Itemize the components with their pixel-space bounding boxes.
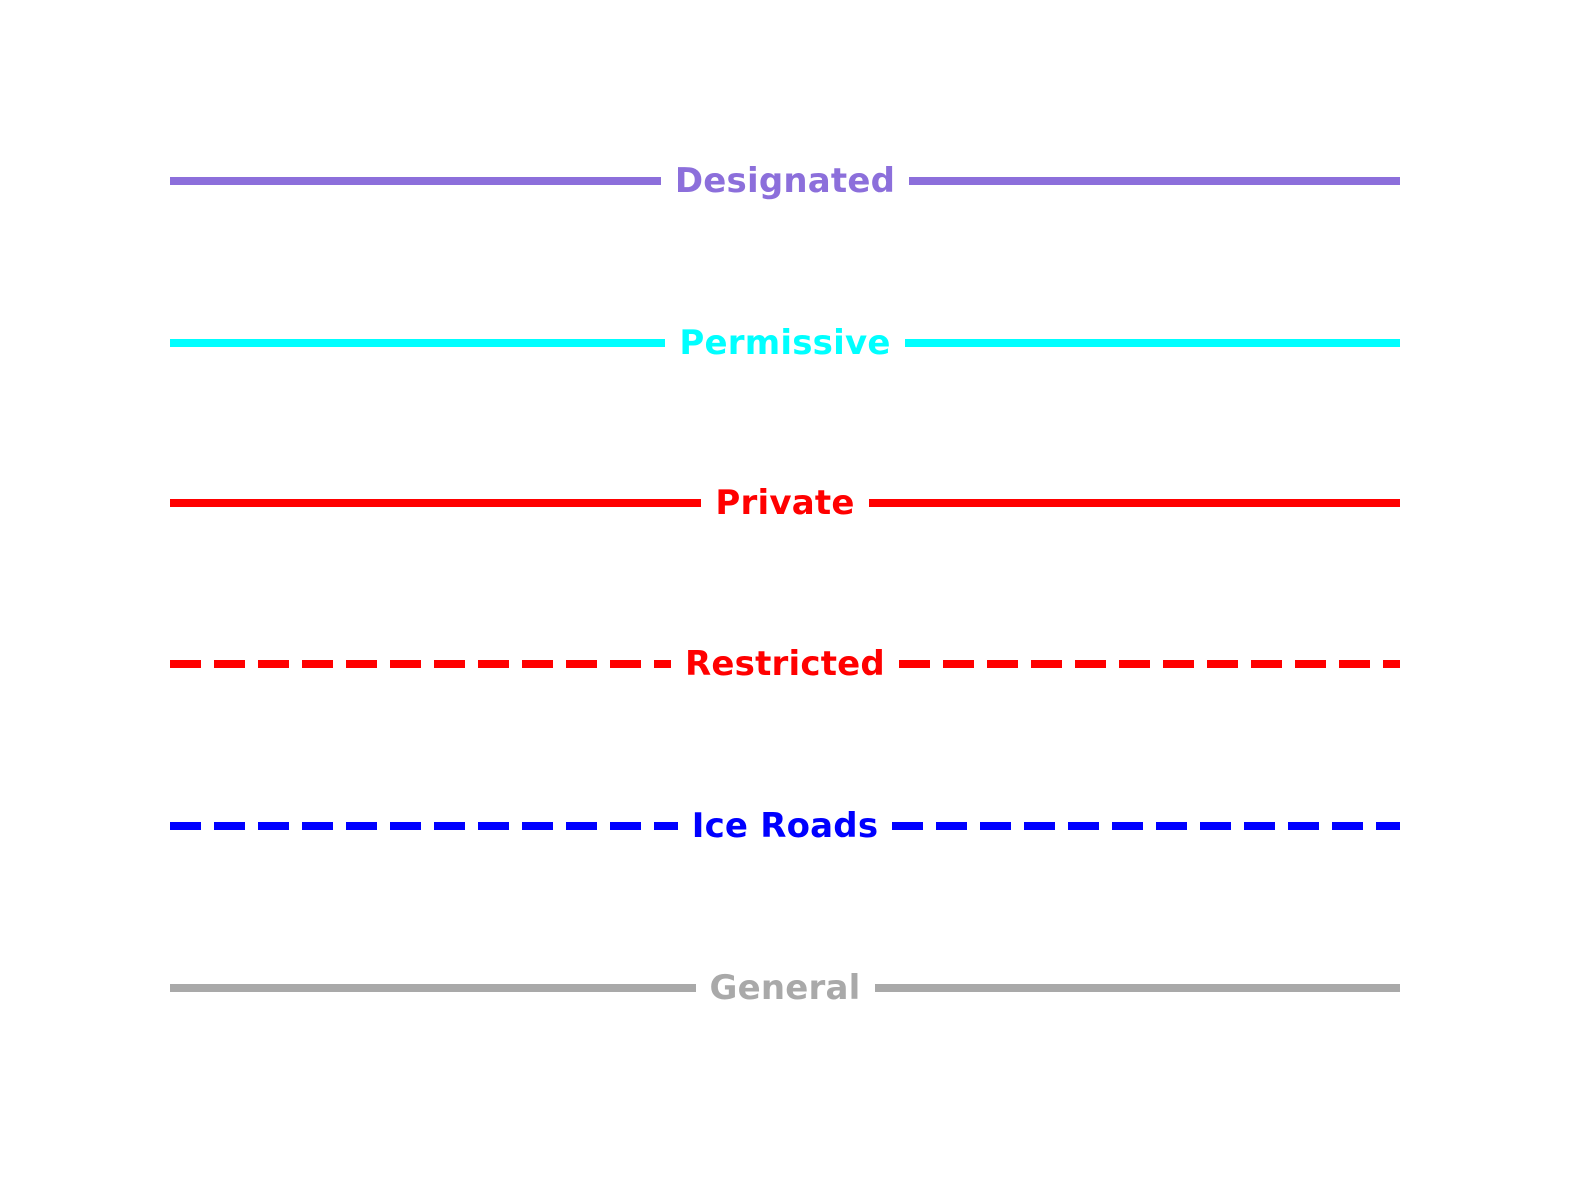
legend-label-permissive: Permissive — [679, 323, 891, 363]
legend-line-left-designated — [170, 177, 661, 185]
legend-label-general: General — [709, 968, 861, 1008]
legend-entry-restricted[interactable]: Restricted — [170, 634, 1400, 694]
legend-entry-general[interactable]: General — [170, 958, 1400, 1018]
legend-line-right-designated — [909, 177, 1400, 185]
legend-line-right-general — [874, 984, 1400, 992]
legend-line-right-restricted — [898, 660, 1400, 668]
legend-line-left-restricted — [170, 660, 672, 668]
legend-entry-designated[interactable]: Designated — [170, 151, 1400, 211]
legend-line-left-general — [170, 984, 696, 992]
legend-entry-private[interactable]: Private — [170, 473, 1401, 533]
legend-label-ice-roads: Ice Roads — [691, 806, 879, 846]
legend-line-left-private — [170, 499, 702, 507]
legend-entry-ice-roads[interactable]: Ice Roads — [170, 796, 1400, 856]
legend-entry-permissive[interactable]: Permissive — [170, 313, 1400, 373]
legend-label-private: Private — [715, 483, 855, 523]
legend-line-right-ice-roads — [892, 822, 1400, 830]
legend-line-left-permissive — [170, 339, 666, 347]
legend-label-designated: Designated — [674, 161, 896, 201]
legend-label-restricted: Restricted — [685, 644, 885, 684]
legend-line-left-ice-roads — [170, 822, 678, 830]
legend-line-right-permissive — [904, 339, 1400, 347]
legend-line-right-private — [868, 499, 1401, 507]
